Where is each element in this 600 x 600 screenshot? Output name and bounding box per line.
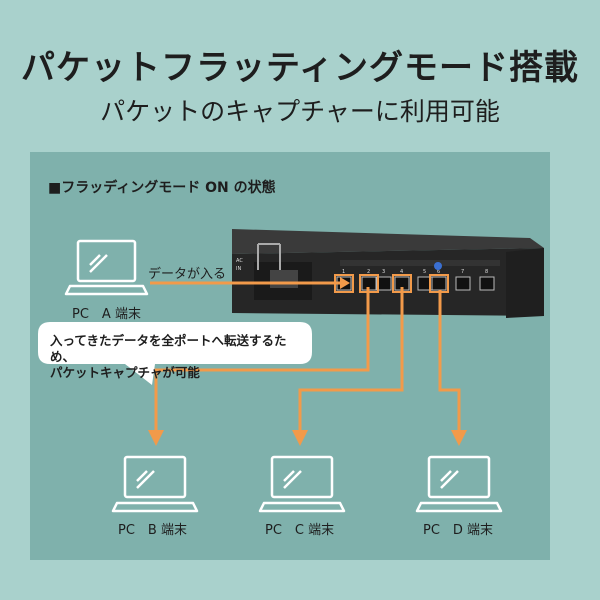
- terminal-d-label: PC D 端末: [423, 523, 494, 538]
- terminal-a-label: PC A 端末: [72, 307, 141, 322]
- terminal-b-label: PC B 端末: [118, 523, 187, 538]
- arrow-port-to-c: [298, 287, 404, 432]
- port-number: 3: [382, 269, 385, 275]
- port-highlights: [334, 274, 449, 293]
- laptop-c-icon: [258, 455, 346, 513]
- arrow-heads: [148, 430, 467, 446]
- section-label: ■フラッディングモード ON の状態: [48, 180, 276, 196]
- svg-text:IN: IN: [236, 266, 241, 272]
- switch-port: [455, 276, 471, 291]
- port-number: 5: [423, 269, 426, 275]
- port-number: 6: [437, 269, 440, 275]
- port-number: 1: [342, 269, 345, 275]
- flow-label: データが入る: [148, 267, 227, 282]
- svg-text:AC: AC: [236, 258, 243, 264]
- arrow-port-to-b: [154, 287, 370, 432]
- page-title: パケットフラッティングモード搭載: [21, 48, 579, 88]
- switch-port: [431, 276, 447, 291]
- switch-port: [376, 276, 392, 291]
- laptop-b-icon: [111, 455, 199, 513]
- callout-line: 入ってきたデータを全ポートへ転送するため、: [50, 333, 287, 364]
- port-number: 4: [400, 269, 403, 275]
- laptop-d-icon: [415, 455, 503, 513]
- arrow-port-to-d: [438, 290, 461, 432]
- flow-arrows: [150, 277, 461, 432]
- callout-line: パケットキャプチャが可能: [50, 365, 200, 380]
- switch-port: [479, 276, 495, 291]
- page-subtitle: パケットのキャプチャーに利用可能: [100, 97, 500, 126]
- port-number: 7: [461, 269, 464, 275]
- callout-text: 入ってきたデータを全ポートへ転送するため、 パケットキャプチャが可能: [50, 333, 310, 381]
- network-switch: AC IN 1 2 3 4 5 6 7 8: [232, 229, 544, 318]
- callout-bubble: [38, 322, 312, 385]
- port-number: 2: [367, 269, 370, 275]
- port-number: 8: [485, 269, 488, 275]
- terminal-c-label: PC C 端末: [265, 523, 335, 538]
- laptop-a-icon: [64, 239, 149, 296]
